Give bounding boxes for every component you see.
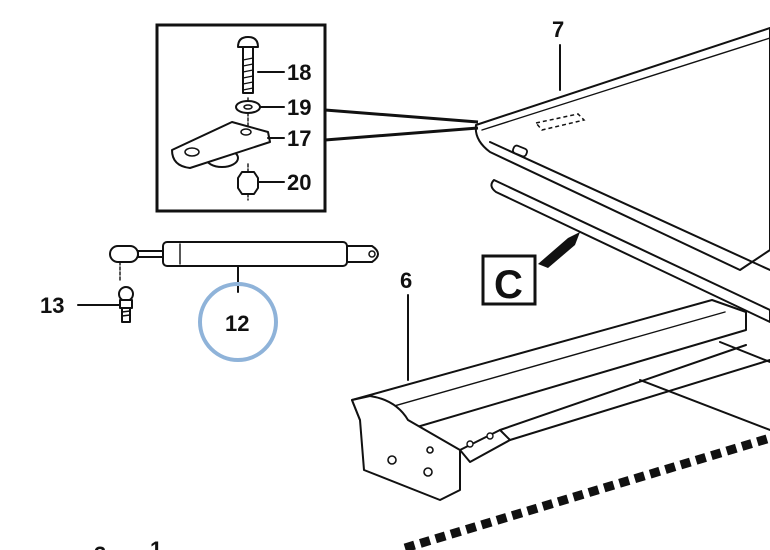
frame-rail-part: 6 — [351, 268, 770, 501]
callout-1: 1 — [150, 537, 162, 550]
nut-part — [237, 97, 259, 201]
callout-17: 17 — [287, 126, 311, 151]
gas-strut-part — [109, 241, 379, 293]
view-c-label: C — [481, 232, 580, 307]
callout-19: 19 — [287, 95, 311, 120]
screw-part — [237, 36, 259, 94]
washer-part — [235, 100, 261, 114]
callout-13: 13 — [40, 293, 64, 318]
detail-inset: 18 19 17 20 — [155, 23, 327, 213]
callout-3: 3 — [94, 542, 106, 550]
rail-part — [490, 179, 770, 323]
callout-12-group: 12 — [198, 282, 278, 362]
callout-7: 7 — [552, 17, 564, 42]
ball-stud-part: 13 — [40, 286, 134, 323]
view-c-letter: C — [494, 263, 523, 307]
bracket-part — [171, 121, 271, 169]
callout-18: 18 — [287, 60, 311, 85]
cover-panel: 7 — [324, 17, 770, 271]
highlight-circle — [198, 282, 278, 362]
callout-12: 12 — [225, 311, 249, 336]
callout-20: 20 — [287, 170, 311, 195]
callout-6: 6 — [400, 268, 412, 293]
